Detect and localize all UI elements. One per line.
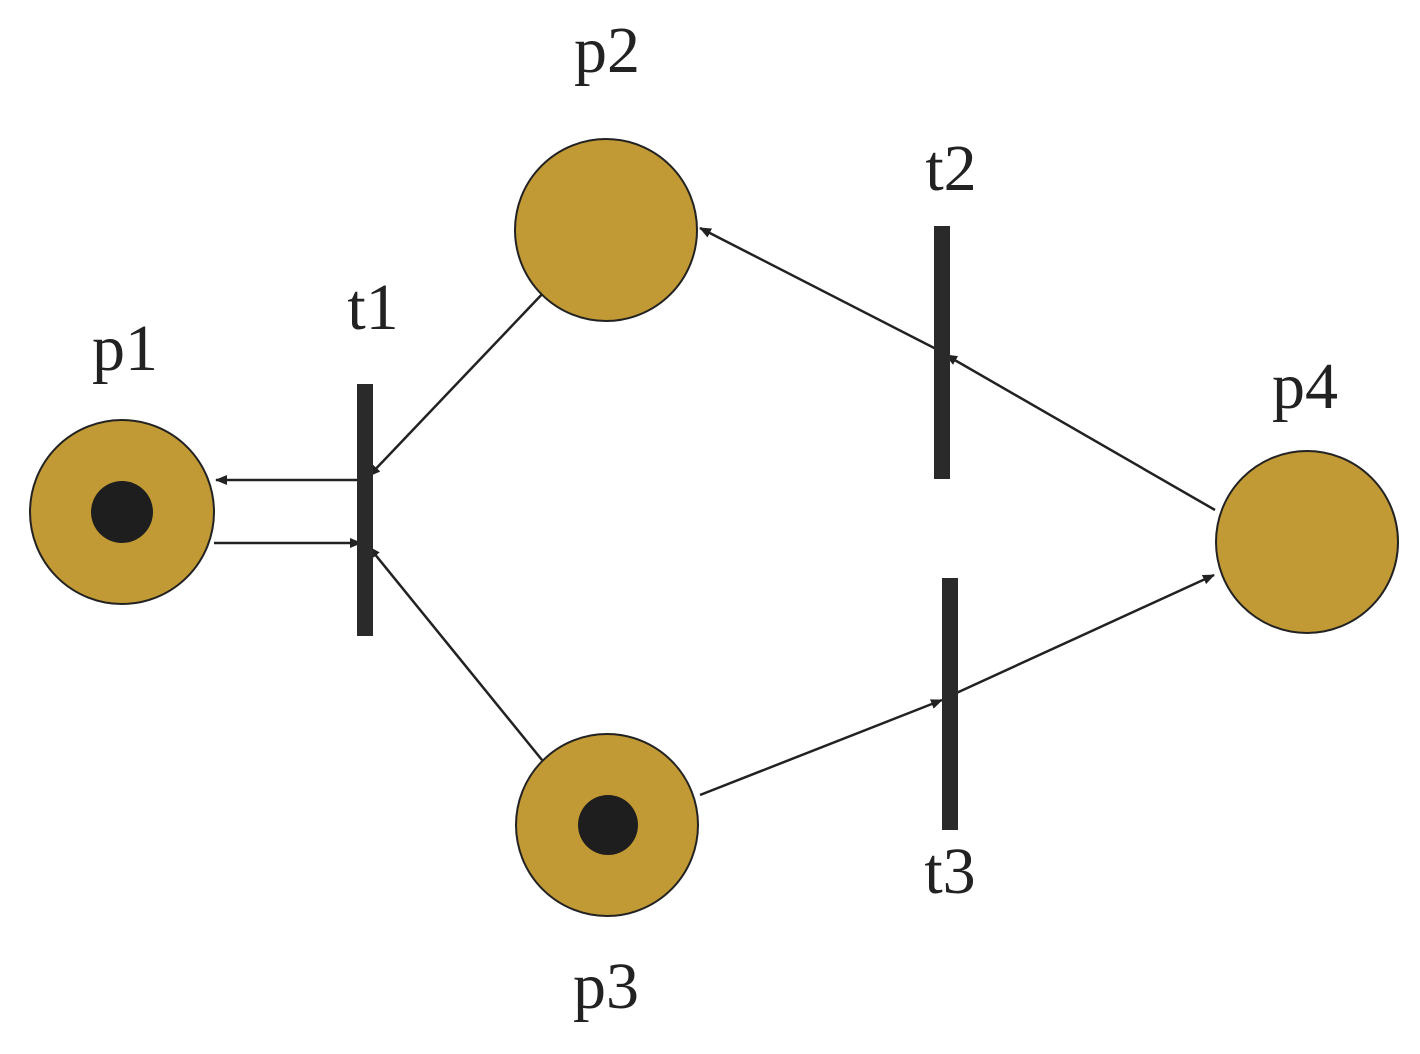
transitions-group	[357, 226, 958, 830]
label-p4: p4	[1272, 350, 1338, 423]
places-group	[29, 138, 1399, 917]
label-p2: p2	[574, 14, 640, 87]
label-p1: p1	[92, 312, 158, 385]
token-dot	[578, 795, 638, 855]
arc-p3-to-t3	[699, 698, 943, 797]
arc-p4-to-t2	[945, 353, 1216, 512]
label-t3: t3	[924, 835, 975, 908]
place-circle	[1215, 450, 1399, 634]
labels-group: p1 p2 p3 p4 t1 t2 t3	[92, 14, 1338, 1023]
label-p3: p3	[573, 950, 639, 1023]
arcs-group	[214, 226, 1216, 797]
arc-p2-to-t1	[368, 289, 547, 477]
transition-t2-bar[interactable]	[934, 226, 950, 479]
arc-t2-to-p2	[699, 226, 943, 354]
place-circle	[514, 138, 698, 322]
arc-p3-to-t1	[368, 546, 543, 761]
label-t1: t1	[347, 271, 398, 344]
token-dot	[91, 481, 153, 543]
place-p1[interactable]	[29, 419, 215, 605]
arc-t3-to-p4	[951, 573, 1215, 697]
transition-t3-bar[interactable]	[942, 578, 958, 830]
place-p3[interactable]	[515, 733, 699, 917]
label-t2: t2	[925, 132, 976, 205]
place-p2[interactable]	[514, 138, 698, 322]
place-p4[interactable]	[1215, 450, 1399, 634]
transition-t1-bar[interactable]	[357, 384, 373, 636]
